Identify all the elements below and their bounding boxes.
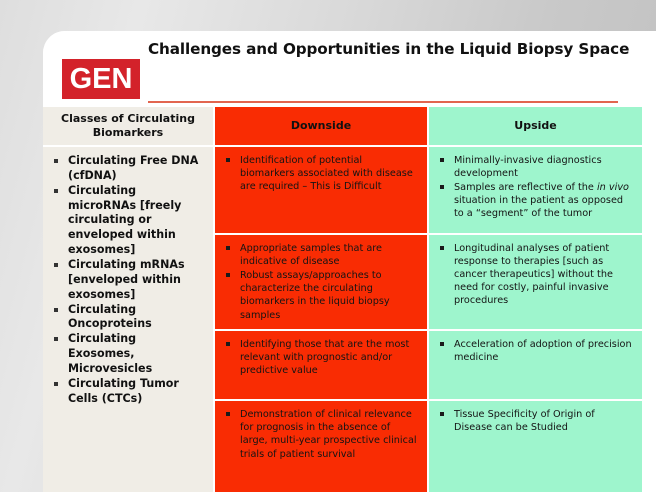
list-item-label: Appropriate samples that are indicative … bbox=[240, 242, 382, 267]
upside-cell-1: Minimally-invasive diagnostics developme… bbox=[429, 146, 642, 233]
row-divider bbox=[429, 232, 642, 235]
slide-card: GEN Challenges and Opportunities in the … bbox=[43, 31, 656, 492]
square-bullet-icon bbox=[226, 341, 230, 346]
row-divider bbox=[429, 398, 642, 401]
downside-cell-4: Demonstration of clinical relevance for … bbox=[215, 400, 427, 492]
downside-cell-2: Appropriate samples that are indicative … bbox=[215, 234, 427, 329]
downside-cell-3: Identifying those that are the most rele… bbox=[215, 330, 427, 399]
row-divider bbox=[215, 144, 427, 147]
row-divider bbox=[43, 145, 213, 147]
list-item-label: Robust assays/approaches to characterize… bbox=[240, 269, 390, 321]
downside-cell-1: Identification of potential biomarkers a… bbox=[215, 146, 427, 233]
square-bullet-icon bbox=[226, 272, 230, 277]
upside-list-2: Longitudinal analyses of patient respons… bbox=[438, 242, 634, 308]
square-bullet-icon bbox=[440, 341, 444, 346]
square-bullet-icon bbox=[226, 245, 230, 250]
row-divider bbox=[429, 144, 642, 147]
gen-logo-text: GEN bbox=[69, 62, 133, 95]
square-bullet-icon bbox=[440, 157, 444, 162]
header-upside: Upside bbox=[429, 107, 642, 145]
list-item-label: Circulating Free DNA (cfDNA) bbox=[68, 154, 199, 182]
upside-cell-4: Tissue Specificity of Origin of Disease … bbox=[429, 400, 642, 492]
title-divider bbox=[148, 101, 618, 103]
downside-list-3: Identifying those that are the most rele… bbox=[224, 338, 419, 378]
column-downside: Downside Identification of potential bio… bbox=[215, 107, 427, 492]
comparison-table: Classes of Circulating Biomarkers Circul… bbox=[43, 107, 656, 492]
square-bullet-icon bbox=[54, 307, 58, 312]
list-item: Identifying those that are the most rele… bbox=[224, 338, 419, 378]
page-title: Challenges and Opportunities in the Liqu… bbox=[148, 40, 630, 58]
list-item-label: Samples are reflective of the in vivo si… bbox=[454, 181, 629, 220]
upside-list-4: Tissue Specificity of Origin of Disease … bbox=[438, 408, 634, 434]
list-item-label: Tissue Specificity of Origin of Disease … bbox=[454, 408, 595, 434]
row-divider bbox=[429, 328, 642, 331]
list-item-label: Circulating Exosomes, Microvesicles bbox=[68, 332, 153, 376]
square-bullet-icon bbox=[54, 159, 58, 163]
list-item-label: Demonstration of clinical relevance for … bbox=[240, 408, 417, 460]
list-item: Circulating Tumor Cells (CTCs) bbox=[52, 377, 205, 407]
list-item: Circulating mRNAs [enveloped within exos… bbox=[52, 258, 205, 303]
list-item: Demonstration of clinical relevance for … bbox=[224, 408, 419, 461]
gen-logo: GEN bbox=[62, 59, 140, 99]
list-item-label: Minimally-invasive diagnostics developme… bbox=[454, 154, 602, 179]
square-bullet-icon bbox=[54, 381, 58, 386]
list-item: Tissue Specificity of Origin of Disease … bbox=[438, 408, 634, 434]
list-item-label: Circulating Oncoproteins bbox=[68, 302, 152, 331]
list-item-label: Longitudinal analyses of patient respons… bbox=[454, 242, 613, 307]
upside-cell-3: Acceleration of adoption of precision me… bbox=[429, 330, 642, 399]
list-item-label: Identification of potential biomarkers a… bbox=[240, 154, 413, 192]
list-item-label: Identifying those that are the most rele… bbox=[240, 338, 410, 377]
list-item: Samples are reflective of the in vivo si… bbox=[438, 181, 634, 221]
square-bullet-icon bbox=[440, 184, 444, 189]
list-item: Appropriate samples that are indicative … bbox=[224, 242, 419, 268]
square-bullet-icon bbox=[54, 188, 58, 193]
upside-cell-2: Longitudinal analyses of patient respons… bbox=[429, 234, 642, 329]
list-item-label: Acceleration of adoption of precision me… bbox=[454, 338, 632, 363]
list-item-label: Circulating microRNAs [freely circulatin… bbox=[68, 183, 182, 257]
column-upside: Upside Minimally-invasive diagnostics de… bbox=[429, 107, 642, 492]
row-divider bbox=[215, 398, 427, 401]
list-item: Identification of potential biomarkers a… bbox=[224, 154, 419, 194]
square-bullet-icon bbox=[440, 411, 444, 416]
square-bullet-icon bbox=[54, 263, 58, 268]
header-downside: Downside bbox=[215, 107, 427, 145]
upside-list-1: Minimally-invasive diagnostics developme… bbox=[438, 154, 634, 221]
list-item: Circulating Oncoproteins bbox=[52, 303, 205, 333]
row-divider bbox=[215, 232, 427, 235]
list-item: Robust assays/approaches to characterize… bbox=[224, 269, 419, 322]
list-item: Circulating Free DNA (cfDNA) bbox=[52, 154, 205, 184]
list-item: Circulating Exosomes, Microvesicles bbox=[52, 332, 205, 377]
row-divider bbox=[215, 328, 427, 331]
square-bullet-icon bbox=[54, 337, 58, 342]
square-bullet-icon bbox=[226, 411, 230, 416]
classes-body: Circulating Free DNA (cfDNA) Circulating… bbox=[43, 147, 213, 492]
square-bullet-icon bbox=[440, 245, 444, 250]
classes-list: Circulating Free DNA (cfDNA) Circulating… bbox=[52, 154, 205, 407]
downside-list-1: Identification of potential biomarkers a… bbox=[224, 154, 419, 194]
column-classes: Classes of Circulating Biomarkers Circul… bbox=[43, 107, 213, 492]
upside-list-3: Acceleration of adoption of precision me… bbox=[438, 338, 634, 364]
slide-header: GEN Challenges and Opportunities in the … bbox=[43, 31, 656, 107]
downside-list-4: Demonstration of clinical relevance for … bbox=[224, 408, 419, 461]
list-item: Acceleration of adoption of precision me… bbox=[438, 338, 634, 364]
header-classes: Classes of Circulating Biomarkers bbox=[43, 107, 213, 145]
list-item: Longitudinal analyses of patient respons… bbox=[438, 242, 634, 308]
list-item: Circulating microRNAs [freely circulatin… bbox=[52, 184, 205, 258]
list-item: Minimally-invasive diagnostics developme… bbox=[438, 154, 634, 180]
list-item-label: Circulating Tumor Cells (CTCs) bbox=[68, 376, 179, 405]
downside-list-2: Appropriate samples that are indicative … bbox=[224, 242, 419, 322]
list-item-label: Circulating mRNAs [enveloped within exos… bbox=[68, 258, 185, 301]
square-bullet-icon bbox=[226, 157, 230, 162]
